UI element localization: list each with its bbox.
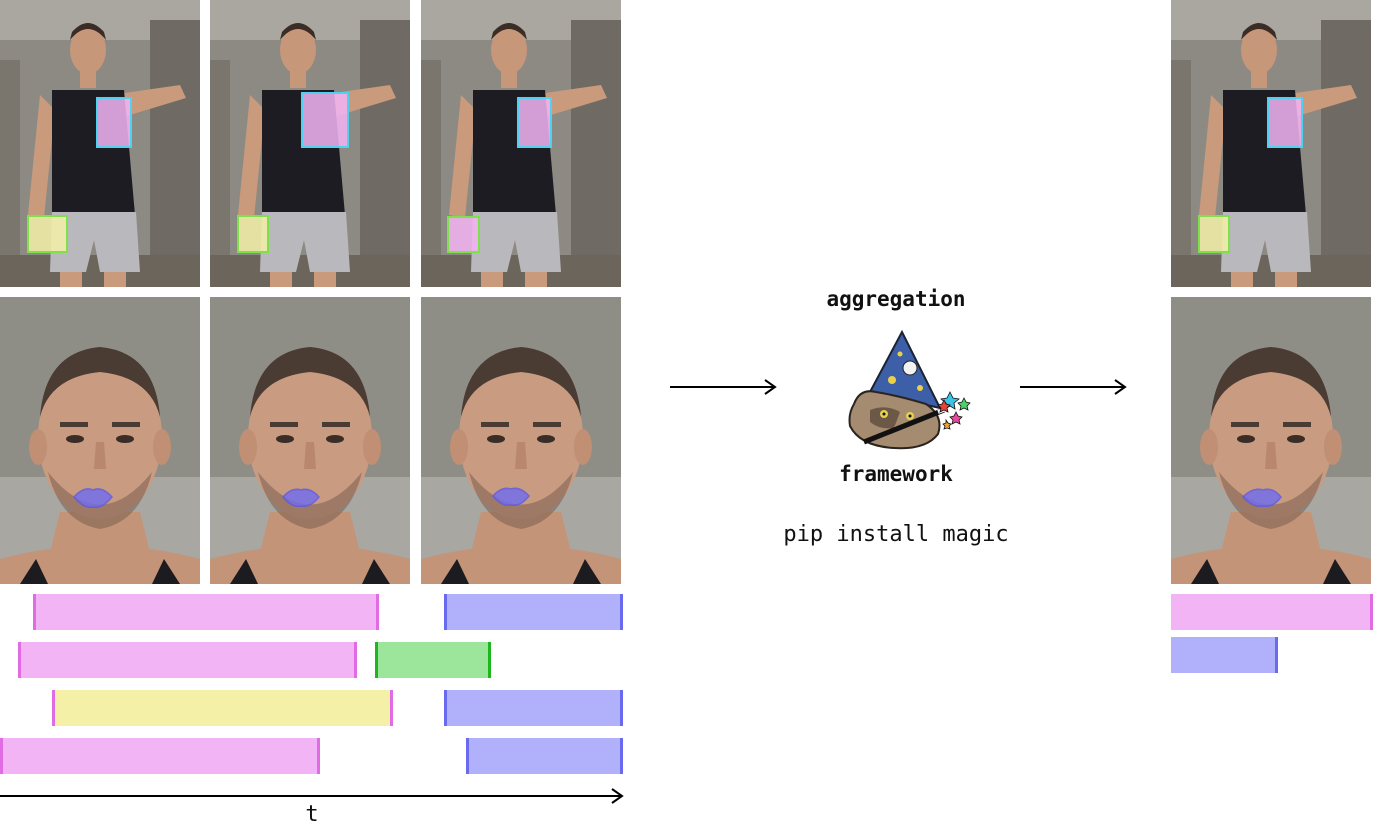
hand-box-2 [1198, 215, 1230, 253]
lips-overlay [1241, 488, 1282, 508]
timeline-bar-pink-row2 [18, 642, 357, 678]
body-frame-2 [210, 0, 410, 287]
wizard-cat-icon [848, 330, 971, 450]
hand-box-1 [1267, 97, 1303, 148]
lips-overlay [492, 487, 530, 507]
timeline-bar-green-row2 [375, 642, 491, 678]
body-frame-3 [421, 0, 621, 287]
timeline-bar-blue-row1 [444, 594, 623, 630]
hand-fill-2 [448, 217, 479, 252]
face-frame-1 [0, 297, 200, 584]
timeline-bar-pink-row1 [33, 594, 379, 630]
hand-box-2 [447, 216, 480, 253]
hand-box-2 [237, 215, 269, 253]
lips-overlay [282, 488, 320, 508]
body-frame-1 [0, 0, 200, 287]
result-bar-pink [1171, 594, 1373, 630]
timeline-bar-pink-row4 [0, 738, 320, 774]
timeline-bar-blue-row4 [466, 738, 623, 774]
time-axis-label: t [305, 802, 319, 827]
time-axis-arrow-icon [0, 788, 624, 804]
result-face-frame [1171, 297, 1371, 584]
hand-fill-2 [28, 216, 67, 252]
framework-label: framework [839, 462, 953, 486]
lips-overlay [73, 488, 113, 509]
arrow-right-icon [670, 377, 780, 397]
hand-fill-2 [238, 216, 268, 252]
command-label: pip install magic [783, 522, 1009, 547]
timeline-bar-blue-row3 [444, 690, 623, 726]
hand-fill-1 [1268, 98, 1302, 147]
face-frame-3 [421, 297, 621, 584]
hand-fill-1 [97, 98, 131, 147]
hand-box-1 [517, 97, 552, 148]
result-bar-blue [1171, 637, 1278, 673]
timeline-bar-yellow-row3 [52, 690, 393, 726]
hand-fill-2 [1199, 216, 1229, 252]
result-body-frame [1171, 0, 1371, 287]
hand-fill-1 [302, 93, 348, 147]
aggregation-label: aggregation [826, 287, 966, 311]
hand-fill-1 [518, 98, 551, 147]
face-frame-2 [210, 297, 410, 584]
hand-box-2 [27, 215, 68, 253]
hand-box-1 [96, 97, 132, 148]
arrow-right-icon [1020, 377, 1130, 397]
hand-box-1 [301, 92, 349, 148]
